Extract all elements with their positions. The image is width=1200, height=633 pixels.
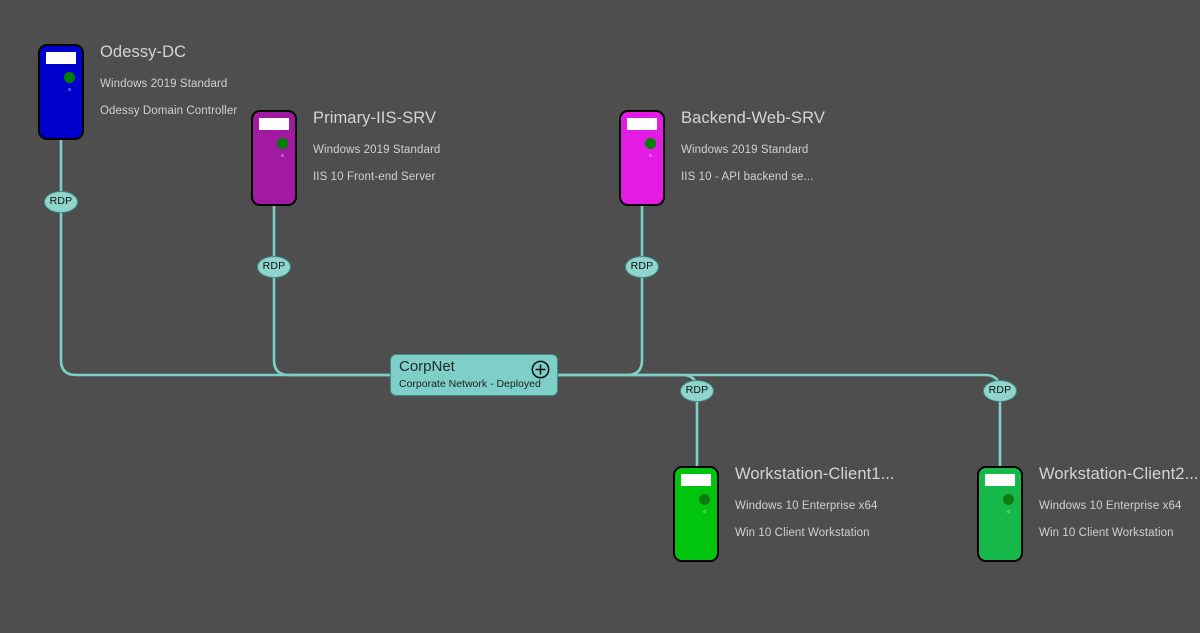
status-dot: [699, 494, 710, 505]
device-screen: [627, 118, 657, 130]
node-role: Win 10 Client Workstation: [735, 527, 870, 539]
wire-primary-iis-srv: [272, 204, 392, 377]
node-label-group: Workstation-Client2... Windows 10 Enterp…: [1039, 466, 1199, 556]
network-subtitle: Corporate Network - Deployed: [399, 377, 541, 390]
status-subdot: [1007, 510, 1010, 513]
status-dot: [645, 138, 656, 149]
device-screen: [259, 118, 289, 130]
status-dot: [64, 72, 75, 83]
wire-backend-web-srv: [556, 204, 644, 377]
node-label-group: Primary-IIS-SRV Windows 2019 Standard II…: [313, 110, 440, 200]
network-title: CorpNet: [399, 358, 455, 375]
device-icon-primary-iis-srv[interactable]: [251, 110, 297, 206]
device-icon-odessy-dc[interactable]: [38, 44, 84, 140]
network-node-corpnet[interactable]: CorpNet Corporate Network - Deployed: [390, 354, 558, 396]
wire-workstation-client2: [556, 373, 1002, 480]
device-icon-workstation-client2[interactable]: [977, 466, 1023, 562]
node-role: IIS 10 Front-end Server: [313, 171, 436, 183]
status-subdot: [281, 154, 284, 157]
status-subdot: [649, 154, 652, 157]
node-os: Windows 2019 Standard: [681, 143, 809, 156]
plus-circle-icon[interactable]: [531, 360, 550, 379]
node-title: Primary-IIS-SRV: [313, 109, 437, 127]
node-label-group: Odessy-DC Windows 2019 Standard Odessy D…: [100, 44, 237, 134]
device-screen: [46, 52, 76, 64]
device-icon-workstation-client1[interactable]: [673, 466, 719, 562]
node-title: Workstation-Client1...: [735, 465, 895, 483]
device-screen: [681, 474, 711, 486]
node-title: Odessy-DC: [100, 43, 187, 61]
status-subdot: [703, 510, 706, 513]
node-os: Windows 2019 Standard: [100, 77, 228, 90]
node-title: Backend-Web-SRV: [681, 109, 825, 127]
status-dot: [1003, 494, 1014, 505]
node-label-group: Backend-Web-SRV Windows 2019 Standard II…: [681, 110, 825, 200]
connection-badge-workstation-client2[interactable]: RDP: [983, 380, 1017, 402]
node-label-group: Workstation-Client1... Windows 10 Enterp…: [735, 466, 895, 556]
node-role: IIS 10 - API backend se...: [681, 171, 814, 183]
device-icon-backend-web-srv[interactable]: [619, 110, 665, 206]
connection-badge-workstation-client1[interactable]: RDP: [680, 380, 714, 402]
node-os: Windows 10 Enterprise x64: [1039, 499, 1182, 512]
connection-badge-backend-web-srv[interactable]: RDP: [625, 256, 659, 278]
node-role: Odessy Domain Controller: [100, 105, 238, 117]
status-dot: [277, 138, 288, 149]
node-role: Win 10 Client Workstation: [1039, 527, 1174, 539]
node-os: Windows 10 Enterprise x64: [735, 499, 878, 512]
wire-workstation-client1: [556, 373, 699, 480]
node-os: Windows 2019 Standard: [313, 143, 441, 156]
node-title: Workstation-Client2...: [1039, 465, 1199, 483]
status-subdot: [68, 88, 71, 91]
connection-badge-primary-iis-srv[interactable]: RDP: [257, 256, 291, 278]
device-screen: [985, 474, 1015, 486]
connection-badge-odessy-dc[interactable]: RDP: [44, 191, 78, 213]
